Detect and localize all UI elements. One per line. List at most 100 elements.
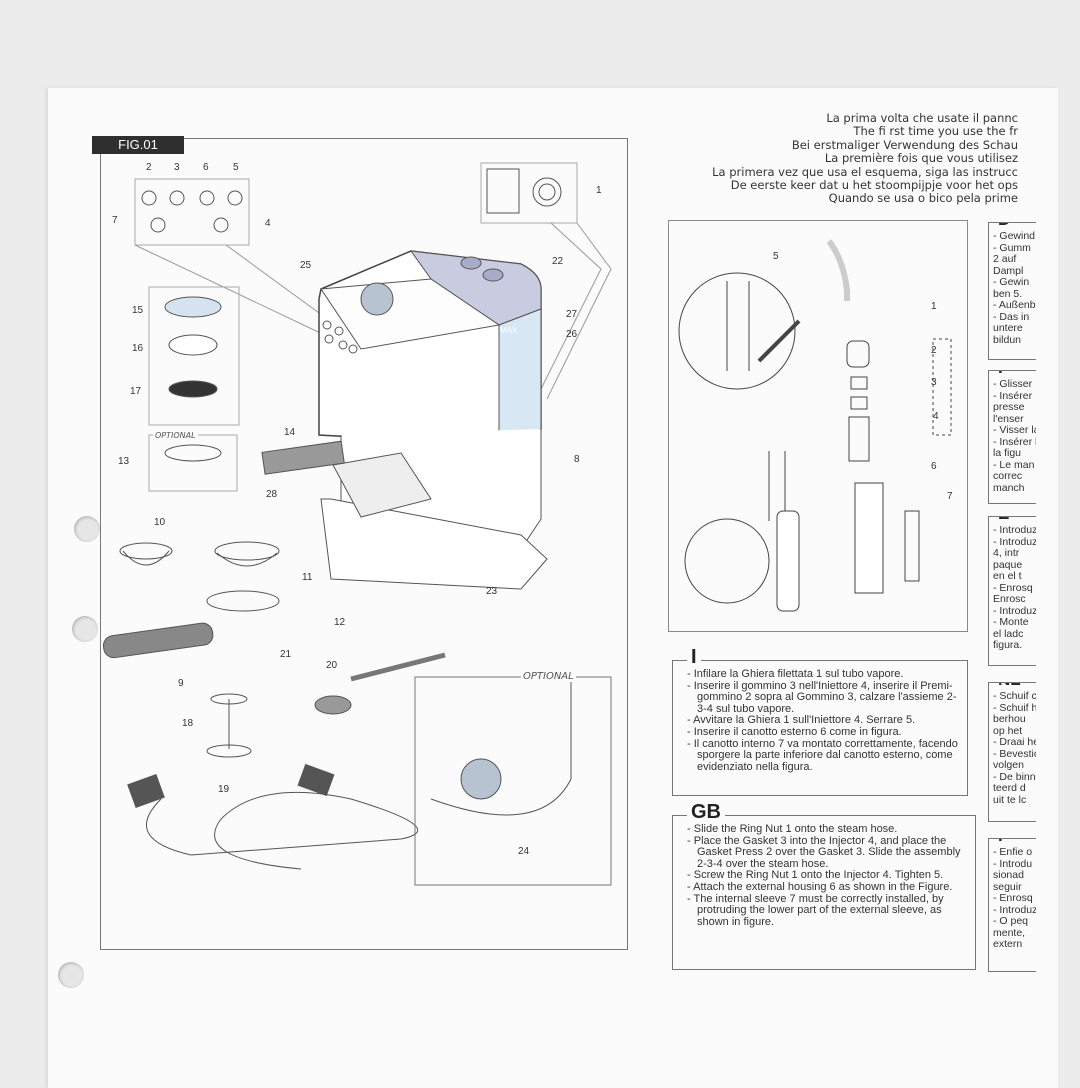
- section-french: F - Glisser - Insérer presse l'enser - V…: [988, 370, 1036, 504]
- text-line: untere: [993, 323, 1023, 334]
- diagram-label: 4: [933, 411, 939, 422]
- section-spanish: E - Introduz - Introduz 4, intr paque en…: [988, 516, 1036, 666]
- part-label: 27: [566, 309, 578, 320]
- part-label: 5: [233, 162, 239, 173]
- punch-hole: [74, 516, 100, 542]
- intro-line: Bei erstmaliger Verwendung des Schau: [791, 137, 1018, 152]
- intro-line: The fi rst time you use the fr: [853, 124, 1018, 139]
- intro-line: Quando se usa o bico pela prime: [828, 191, 1018, 206]
- section-heading: D: [995, 223, 1014, 229]
- section-dutch: NL - Schuif c - Schuif h berhou op het -…: [988, 682, 1036, 822]
- section-english: GB Slide the Ring Nut 1 onto the steam h…: [672, 802, 976, 970]
- diagram-label: 1: [931, 301, 937, 312]
- diagram-label: 6: [931, 461, 937, 472]
- text-line: Enrosc: [993, 594, 1026, 605]
- part-label: 8: [574, 454, 580, 465]
- section-heading: P: [995, 839, 1013, 845]
- part-label: 4: [265, 218, 271, 229]
- intro-text: La prima volta che usate il pannc The fi…: [598, 112, 1018, 206]
- intro-line: La première fois que vous utilisez: [824, 151, 1018, 166]
- part-label: 26: [566, 329, 578, 340]
- section-german: D - Gewind - Gumm 2 auf Dampl - Gewin be…: [988, 222, 1036, 360]
- text-line: - Glisser: [993, 379, 1033, 390]
- instruction-item: Avvitare la Ghiera 1 sull'Iniettore 4. S…: [683, 715, 959, 727]
- text-line: seguir: [993, 881, 1022, 893]
- part-label: 10: [154, 517, 166, 528]
- text-line: - Außenb: [993, 300, 1036, 311]
- diagram-label: 5: [773, 251, 779, 262]
- part-label: 12: [334, 617, 346, 628]
- instruction-item: Slide the Ring Nut 1 onto the steam hose…: [683, 823, 967, 836]
- text-line: el ladc: [993, 628, 1024, 640]
- text-line: - Monte: [993, 617, 1029, 628]
- text-line: - Insérer l: [993, 436, 1036, 448]
- text-line: uit te lc: [993, 794, 1027, 806]
- intro-line: La prima volta che usate il pannc: [826, 112, 1018, 125]
- diagram-label: 7: [947, 491, 953, 502]
- section-heading: GB: [687, 802, 725, 822]
- text-line: - Gewind: [993, 231, 1036, 242]
- text-line: manch: [993, 482, 1025, 494]
- section-italian: I Infilare la Ghiera filettata 1 sul tub…: [672, 647, 968, 796]
- text-line: - Insérer: [993, 390, 1033, 402]
- part-label: 13: [118, 456, 130, 467]
- part-label: 7: [112, 215, 118, 226]
- text-line: extern: [993, 939, 1023, 950]
- text-line: la figu: [993, 448, 1022, 459]
- text-line: - Enfie o: [993, 847, 1033, 858]
- diagram-label: 3: [931, 377, 937, 388]
- part-label: 9: [178, 678, 184, 689]
- text-line: ben 5.: [993, 288, 1023, 300]
- text-line: - Visser la: [993, 425, 1036, 436]
- section-heading: NL: [995, 683, 1024, 689]
- intro-line: La primera vez que usa el esquema, siga …: [712, 164, 1018, 179]
- text-line: - Schuif h: [993, 702, 1036, 714]
- text-line: paque: [993, 559, 1023, 571]
- part-label: 19: [218, 784, 230, 795]
- text-line: - Das in: [993, 311, 1030, 323]
- text-line: - Schuif c: [993, 691, 1036, 702]
- text-line: presse: [993, 402, 1025, 413]
- text-line: - Gewin: [993, 277, 1030, 288]
- text-line: 4, intr: [993, 548, 1020, 559]
- instruction-item: Attach the external housing 6 as shown i…: [683, 881, 967, 894]
- instruction-item: The internal sleeve 7 must be correctly …: [683, 893, 967, 929]
- text-line: volgen: [993, 760, 1024, 771]
- steam-wand-assembly-illustration: [678, 239, 952, 612]
- part-label: 16: [132, 343, 144, 354]
- section-heading: F: [995, 371, 1012, 377]
- section-heading: E: [995, 517, 1013, 523]
- part-label: 15: [132, 305, 144, 316]
- instruction-item: Il canotto interno 7 va montato corretta…: [683, 738, 959, 774]
- figure-frame: OPTIONAL OPTIONAL: [100, 138, 628, 950]
- text-line: - Gumm: [993, 242, 1031, 254]
- section-heading: I: [687, 647, 701, 667]
- text-line: - O peq: [993, 916, 1029, 927]
- part-label: 21: [280, 649, 292, 660]
- optional-label: OPTIONAL: [521, 671, 576, 682]
- diagram-label: 2: [931, 345, 937, 356]
- text-line: - De binne: [993, 771, 1036, 783]
- section-portuguese: P - Enfie o - Introdu sionad seguir - En…: [988, 838, 1036, 972]
- part-label: 6: [203, 162, 209, 173]
- text-line: - Le man: [993, 459, 1035, 471]
- part-label: 11: [302, 572, 313, 583]
- part-label: 23: [486, 586, 498, 597]
- part-label: 1: [596, 185, 602, 196]
- instruction-item: Infilare la Ghiera filettata 1 sul tubo …: [683, 668, 959, 681]
- text-line: correc: [993, 471, 1023, 482]
- text-line: - Draai he: [993, 737, 1036, 748]
- part-label: 28: [266, 489, 278, 500]
- part-label: 2: [146, 162, 152, 173]
- steam-wand-diagram: 5 1 2 3 4 6 7: [668, 220, 968, 632]
- text-line: 2 auf: [993, 254, 1017, 265]
- text-line: l'enser: [993, 413, 1024, 425]
- intro-line: De eerste keer dat u het stoompijpje voo…: [730, 178, 1018, 193]
- text-line: - Introduzo: [993, 605, 1036, 617]
- text-line: - Introduz: [993, 525, 1036, 536]
- part-label: 17: [130, 386, 142, 397]
- part-label: 20: [326, 660, 338, 671]
- part-label: 3: [174, 162, 180, 173]
- text-line: - Enrosq: [993, 582, 1033, 594]
- instruction-item: Place the Gasket 3 into the Injector 4, …: [683, 835, 967, 871]
